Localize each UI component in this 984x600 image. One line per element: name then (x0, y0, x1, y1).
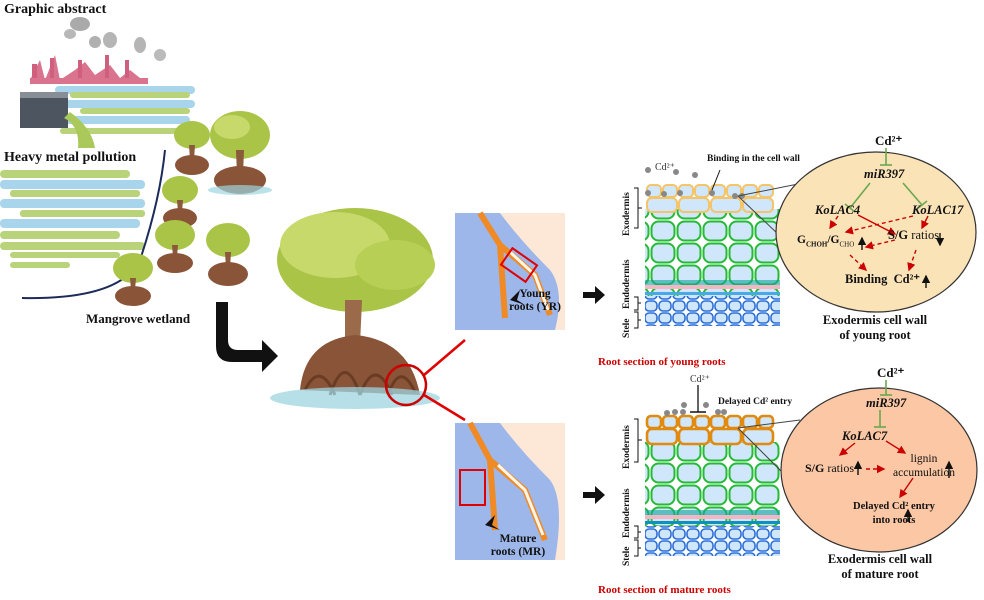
mature-root-section (634, 385, 801, 557)
mature-cd-label: Cd²⁺ (690, 374, 710, 385)
mature-caption-line1: Exodermis cell wall (827, 552, 933, 566)
polluted-water-illustration (0, 86, 195, 268)
g-ratio-sub2: CHO (839, 240, 855, 249)
young-endodermis-label: Endodermis (622, 259, 632, 309)
mature-ratios-label: ratios (827, 461, 855, 475)
young-sg-label: S/G (888, 228, 909, 242)
factory-illustration (30, 17, 166, 84)
wetland-label: Mangrove wetland (86, 311, 191, 326)
mature-endodermis-label: Endodermis (622, 488, 632, 538)
young-roots-label: Young roots (YR) (500, 288, 570, 314)
young-root-section (634, 167, 801, 329)
young-roots-label-line1: Young (519, 288, 551, 300)
figure-title: Graphic abstract (4, 2, 107, 17)
mature-section-caption: Root section of mature roots (598, 584, 731, 596)
lignin-line2: accumulation (893, 467, 955, 479)
binding-cd: Cd²⁺ (893, 272, 920, 286)
mature-exodermis-label: Exodermis (622, 425, 632, 469)
mature-roots-label-line1: Mature (499, 533, 537, 545)
mature-sg-label: S/G (805, 461, 825, 475)
young-root-panel (455, 211, 565, 330)
mature-circle-sg-ratios: S/G ratios (805, 461, 854, 476)
g-ratio-sub1: CHOH (805, 240, 828, 249)
flow-arrow-to-tree (216, 302, 278, 372)
young-circle-caption: Exodermis cell wall of young root (800, 313, 950, 343)
young-exodermis-label: Exodermis (622, 192, 632, 236)
delayed-cd-entry-label: Delayed Cd² entry (718, 397, 793, 407)
root-highlight-circle (384, 363, 428, 407)
young-circle-cd: Cd²⁺ (875, 133, 903, 148)
mature-circle-mir397: miR397 (866, 396, 907, 410)
young-circle-mir397: miR397 (864, 167, 905, 181)
arrow-to-young-section (583, 286, 605, 304)
small-mangrove-trees (113, 111, 272, 306)
young-caption-line2: of young root (839, 328, 911, 342)
mature-circle-cd: Cd²⁺ (877, 365, 905, 380)
young-mechanism-circle (775, 148, 977, 313)
lignin-line1: lignin (910, 453, 938, 465)
mature-circle-caption: Exodermis cell wall of mature root (805, 552, 955, 582)
mature-circle-lignin: lignin accumulation (893, 452, 955, 480)
arrow-to-mature-section (583, 486, 605, 504)
young-circle-kolac17: KoLAC17 (912, 203, 964, 217)
g-ratio-g2: /G (827, 234, 840, 246)
young-circle-binding: Binding Cd²⁺ (845, 271, 920, 287)
delayed-line1: Delayed Cd² entry (853, 501, 935, 512)
mature-roots-label-line2: roots (MR) (490, 546, 546, 558)
binding-in-cell-wall-label: Binding in the cell wall (707, 154, 800, 164)
g-ratio-g1: G (797, 234, 806, 246)
delayed-line2: into roots (872, 515, 916, 526)
mature-stele-label: Stele (622, 546, 632, 566)
mature-mechanism-circle (780, 380, 978, 553)
young-roots-label-line2: roots (YR) (509, 301, 561, 313)
mature-root-panel (455, 421, 565, 560)
young-stele-label: Stele (622, 318, 632, 338)
young-circle-kolac4: KoLAC4 (815, 203, 861, 217)
mature-roots-label: Mature roots (MR) (483, 533, 553, 559)
young-caption-line1: Exodermis cell wall (822, 313, 928, 327)
young-ratios-label: ratios (911, 228, 940, 242)
young-circle-sg-ratios: S/G ratios (888, 228, 939, 243)
young-circle-g-ratio: GCHOH/GCHO (797, 234, 854, 248)
binding-word: Binding (845, 272, 888, 286)
large-mangrove-tree (270, 208, 466, 422)
mature-circle-kolac7: KoLAC7 (842, 429, 888, 443)
pollution-label: Heavy metal pollution (4, 150, 137, 165)
young-section-caption: Root section of young roots (598, 356, 726, 368)
mature-circle-delayed: Delayed Cd² entry into roots (838, 500, 950, 528)
young-cd-label: Cd²⁺ (655, 162, 675, 173)
mature-caption-line2: of mature root (841, 567, 919, 581)
